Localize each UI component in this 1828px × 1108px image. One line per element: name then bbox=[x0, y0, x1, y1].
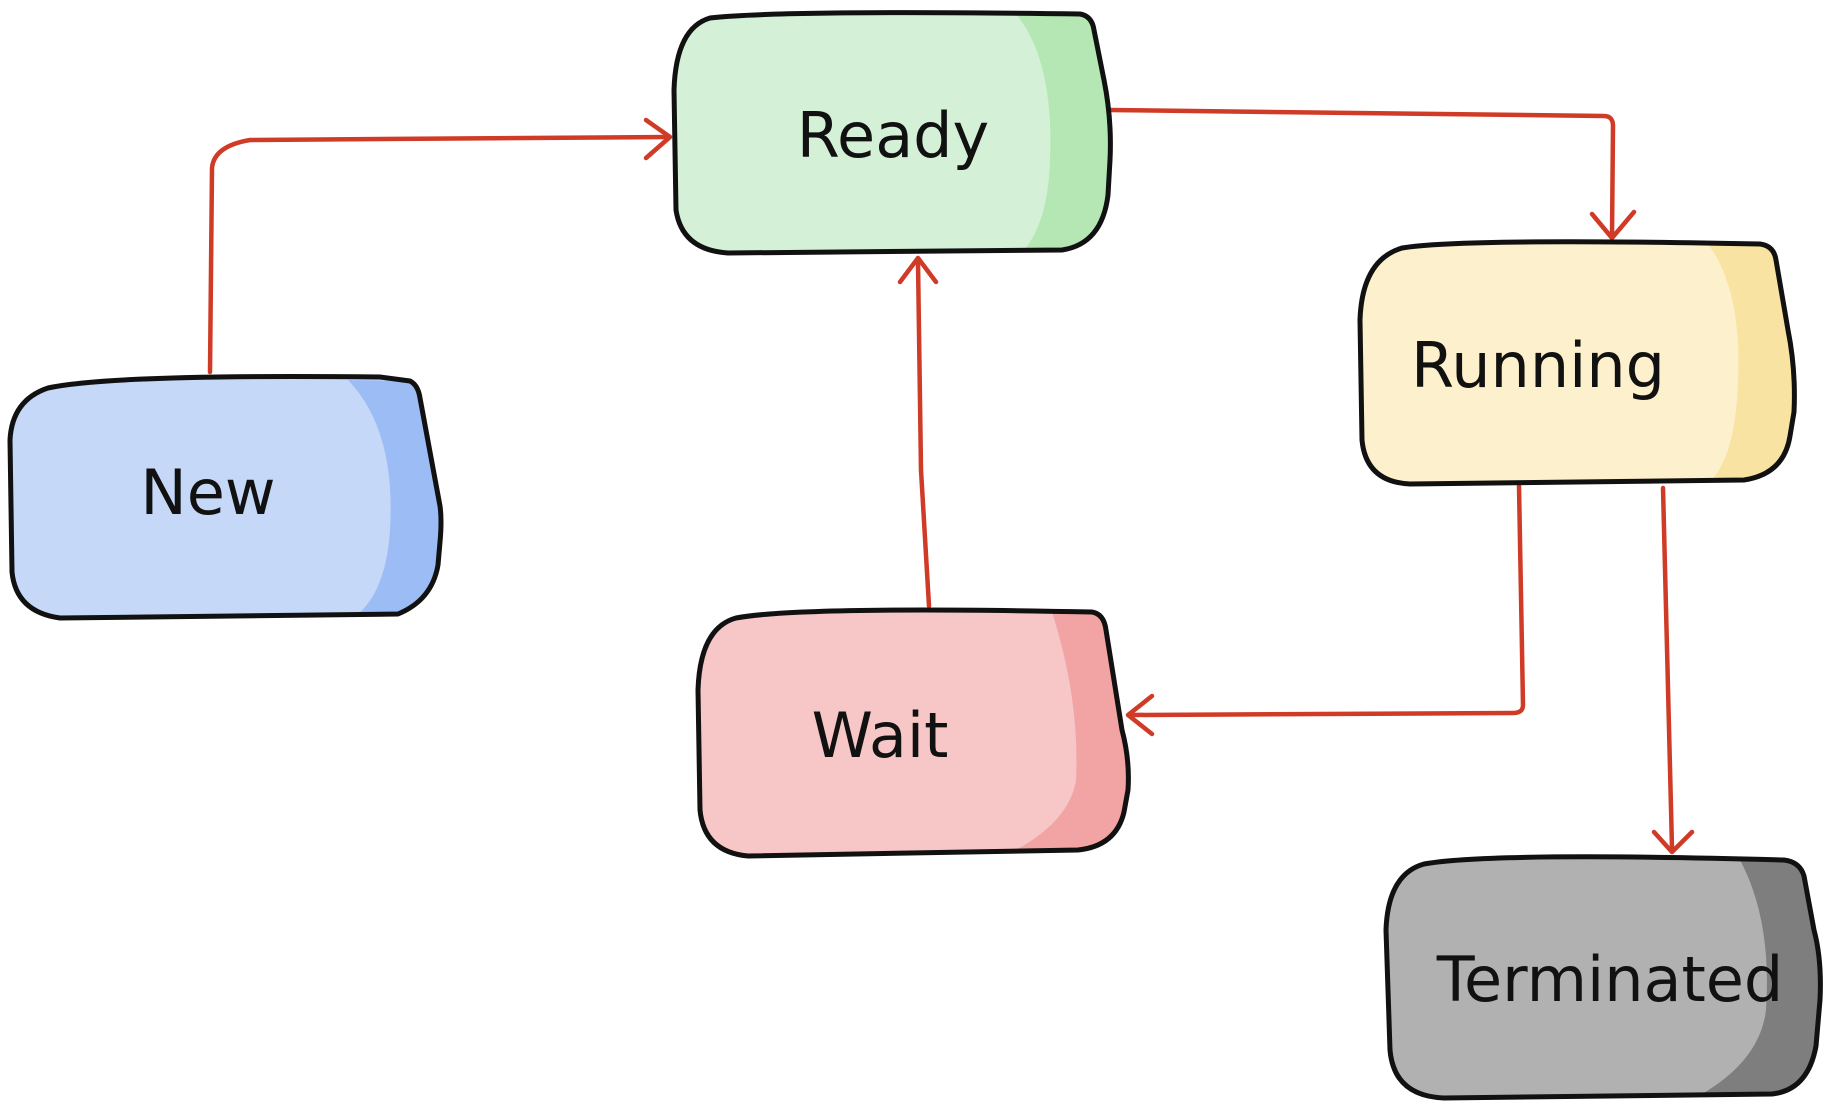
node-new-fill bbox=[10, 376, 441, 618]
node-new[interactable]: New bbox=[7, 373, 444, 621]
node-ready[interactable]: Ready bbox=[671, 10, 1113, 256]
node-wait-fill bbox=[698, 610, 1129, 856]
node-running-fill bbox=[1360, 241, 1795, 484]
edge-wait-to-ready bbox=[897, 255, 939, 609]
node-terminated-fill bbox=[1386, 856, 1821, 1098]
node-ready-fill bbox=[674, 12, 1111, 253]
node-running[interactable]: Running bbox=[1357, 239, 1797, 487]
node-wait-shade bbox=[1016, 612, 1129, 850]
edge-running-to-wait bbox=[1125, 483, 1526, 737]
node-wait-label: Wait bbox=[812, 699, 949, 772]
node-running-outline bbox=[1357, 239, 1797, 487]
node-running-label: Running bbox=[1411, 329, 1665, 402]
node-new-outline bbox=[7, 373, 444, 621]
node-wait[interactable]: Wait bbox=[695, 607, 1131, 859]
node-new-label: New bbox=[140, 456, 275, 529]
node-ready-outline bbox=[671, 10, 1113, 256]
node-ready-label: Ready bbox=[797, 99, 989, 172]
node-wait-outline bbox=[695, 607, 1131, 859]
edges bbox=[207, 107, 1695, 855]
edge-ready-to-running bbox=[1105, 107, 1637, 241]
node-running-shade bbox=[1708, 244, 1795, 480]
node-terminated-label: Terminated bbox=[1436, 943, 1784, 1016]
edge-running-to-terminated bbox=[1651, 485, 1695, 855]
edge-new-to-ready bbox=[207, 117, 673, 375]
node-new-shade bbox=[348, 380, 441, 614]
node-ready-shade bbox=[1016, 14, 1111, 250]
node-terminated[interactable]: Terminated bbox=[1383, 854, 1823, 1101]
node-terminated-shade bbox=[1702, 860, 1821, 1094]
node-terminated-outline bbox=[1383, 854, 1823, 1101]
